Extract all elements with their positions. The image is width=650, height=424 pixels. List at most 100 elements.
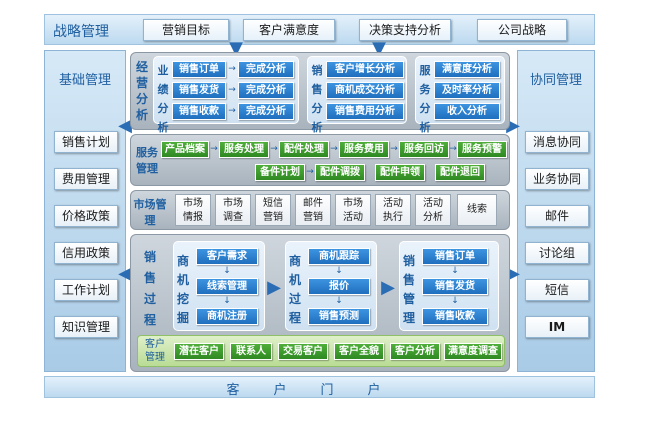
parts-request[interactable]: 配件申领 <box>375 164 425 181</box>
arrow-icon: → <box>330 144 338 154</box>
activity-analysis-button[interactable]: 活动分析 <box>415 194 451 226</box>
mgmt-sales-delivery[interactable]: 销售发货 <box>422 278 488 295</box>
sales-analysis-label: 销售分析 <box>311 64 323 134</box>
business-collab-button[interactable]: 业务协同 <box>525 168 589 190</box>
contacts[interactable]: 联系人 <box>230 343 272 360</box>
parts-transfer[interactable]: 配件调拨 <box>315 164 365 181</box>
mail-button[interactable]: 邮件 <box>525 205 589 227</box>
price-policy-button[interactable]: 价格政策 <box>54 205 118 227</box>
sms-marketing-button[interactable]: 短信营销 <box>255 194 291 226</box>
service-analysis-label: 服务分析 <box>419 64 431 134</box>
mgmt-sales-order[interactable]: 销售订单 <box>422 248 488 265</box>
opportunity-mining-label: 商机挖掘 <box>176 254 189 325</box>
market-activity-button[interactable]: 市场活动 <box>335 194 371 226</box>
quotation[interactable]: 报价 <box>308 278 370 295</box>
down-arrow-icon: ↓ <box>451 296 459 306</box>
performance-analysis-label: 业绩分析 <box>157 64 169 134</box>
basic-management-title: 基础管理 <box>58 73 111 88</box>
service-flow-parts[interactable]: 配件处理 <box>279 141 329 158</box>
performance-analysis-box: 业绩分析 销售订单 销售发货 销售收款 → → → 完成分析 完成分析 完成分析 <box>153 56 299 134</box>
service-flow-revisit[interactable]: 服务回访 <box>399 141 449 158</box>
strategy-band: 战略管理 营销目标 客户满意度 决策支持分析 公司战略 <box>44 14 595 45</box>
perf-sales-delivery[interactable]: 销售发货 <box>172 82 226 99</box>
expense-management-button[interactable]: 费用管理 <box>54 168 118 190</box>
message-collab-button[interactable]: 消息协同 <box>525 131 589 153</box>
market-intel-button[interactable]: 市场情报 <box>175 194 211 226</box>
opportunity-deal-analysis[interactable]: 商机成交分析 <box>326 82 404 99</box>
mgmt-sales-receipt[interactable]: 销售收款 <box>422 308 488 325</box>
sales-expense-analysis[interactable]: 销售费用分析 <box>326 103 404 120</box>
opportunity-tracking[interactable]: 商机跟踪 <box>308 248 370 265</box>
trading-customer[interactable]: 交易客户 <box>278 343 328 360</box>
market-survey-button[interactable]: 市场调查 <box>215 194 251 226</box>
right-arrow-icon: ▶ <box>267 277 281 298</box>
service-flow-handling[interactable]: 服务处理 <box>219 141 269 158</box>
marketing-goal-button[interactable]: 营销目标 <box>143 19 229 41</box>
customer-management-bar: 客户管理 潜在客户 联系人 交易客户 客户全貌 客户分析 满意度调查 <box>137 335 505 367</box>
down-arrow-icon: ↓ <box>223 296 231 306</box>
sales-mgmt-box: 销售管理 销售订单 ↓ 销售发货 ↓ 销售收款 <box>399 241 499 331</box>
collaboration-panel: 协同管理 消息协同 业务协同 邮件 讨论组 短信 IM <box>517 50 595 372</box>
im-button[interactable]: IM <box>525 316 589 338</box>
work-plan-button[interactable]: 工作计划 <box>54 279 118 301</box>
sales-process-label: 销售过程 <box>143 250 156 327</box>
perf-sales-receipt[interactable]: 销售收款 <box>172 103 226 120</box>
market-management-panel: 市场管理 市场情报 市场调查 短信营销 邮件营销 市场活动 活动执行 活动分析 … <box>130 190 510 230</box>
sales-plan-button[interactable]: 销售计划 <box>54 131 118 153</box>
sales-analysis-box: 销售分析 客户增长分析 商机成交分析 销售费用分析 <box>307 56 407 134</box>
perf-sales-order[interactable]: 销售订单 <box>172 61 226 78</box>
sales-process-panel: 销售过程 商机挖掘 客户需求 ↓ 线索管理 ↓ 商机注册 ▶ 商机过程 商机跟踪… <box>130 234 510 372</box>
service-flow-fee[interactable]: 服务费用 <box>339 141 389 158</box>
customer-overview[interactable]: 客户全貌 <box>334 343 384 360</box>
customer-satisfaction-button[interactable]: 客户满意度 <box>243 19 335 41</box>
potential-customer[interactable]: 潜在客户 <box>174 343 224 360</box>
service-flow-alert[interactable]: 服务预警 <box>457 141 507 158</box>
analysis-panel: 经营分析 业绩分析 销售订单 销售发货 销售收款 → → → 完成分析 完成分析… <box>130 52 510 134</box>
perf-completion-1[interactable]: 完成分析 <box>238 61 294 78</box>
parts-return[interactable]: 配件退回 <box>435 164 485 181</box>
left-arrow-icon: ◀ <box>118 115 132 136</box>
opportunity-mining-box: 商机挖掘 客户需求 ↓ 线索管理 ↓ 商机注册 <box>173 241 265 331</box>
credit-policy-button[interactable]: 信用政策 <box>54 242 118 264</box>
revenue-analysis[interactable]: 收入分析 <box>434 103 500 120</box>
customer-growth-analysis[interactable]: 客户增长分析 <box>326 61 404 78</box>
opportunity-register[interactable]: 商机注册 <box>196 308 258 325</box>
right-arrow-icon: ▶ <box>381 277 395 298</box>
collaboration-title: 协同管理 <box>529 73 582 88</box>
sms-button[interactable]: 短信 <box>525 279 589 301</box>
perf-completion-2[interactable]: 完成分析 <box>238 82 294 99</box>
arrow-icon: → <box>228 64 236 74</box>
sales-forecast[interactable]: 销售预测 <box>308 308 370 325</box>
spare-parts-plan[interactable]: 备件计划 <box>255 164 305 181</box>
business-analysis-label: 经营分析 <box>135 60 148 122</box>
service-flow-product-archive[interactable]: 产品档案 <box>161 141 209 158</box>
customer-management-label: 客户管理 <box>145 339 165 363</box>
service-analysis-box: 服务分析 满意度分析 及时率分析 收入分析 <box>415 56 505 134</box>
satisfaction-survey[interactable]: 满意度调查 <box>444 343 502 360</box>
knowledge-management-button[interactable]: 知识管理 <box>54 316 118 338</box>
email-marketing-button[interactable]: 邮件营销 <box>295 194 331 226</box>
activity-execution-button[interactable]: 活动执行 <box>375 194 411 226</box>
customer-demand[interactable]: 客户需求 <box>196 248 258 265</box>
discussion-group-button[interactable]: 讨论组 <box>525 242 589 264</box>
opportunity-process-box: 商机过程 商机跟踪 ↓ 报价 ↓ 销售预测 <box>285 241 377 331</box>
decision-support-button[interactable]: 决策支持分析 <box>359 19 451 41</box>
company-strategy-button[interactable]: 公司战略 <box>477 19 567 41</box>
satisfaction-analysis[interactable]: 满意度分析 <box>434 61 500 78</box>
leads-button[interactable]: 线索 <box>457 194 497 226</box>
lead-management[interactable]: 线索管理 <box>196 278 258 295</box>
down-arrow-icon: ↓ <box>451 266 459 276</box>
customer-analysis[interactable]: 客户分析 <box>390 343 440 360</box>
left-arrow-icon: ◀ <box>118 263 132 284</box>
sales-mgmt-label: 销售管理 <box>402 254 415 325</box>
arrow-icon: → <box>228 106 236 116</box>
timeliness-analysis[interactable]: 及时率分析 <box>434 82 500 99</box>
down-arrow-icon: ↓ <box>335 296 343 306</box>
customer-portal-bar[interactable]: 客户门户 <box>44 376 595 398</box>
arrow-icon: → <box>228 85 236 95</box>
arrow-icon: → <box>449 144 457 154</box>
customer-portal-label: 客户门户 <box>226 383 415 398</box>
opportunity-process-label: 商机过程 <box>288 254 301 325</box>
down-arrow-icon: ↓ <box>223 266 231 276</box>
perf-completion-3[interactable]: 完成分析 <box>238 103 294 120</box>
